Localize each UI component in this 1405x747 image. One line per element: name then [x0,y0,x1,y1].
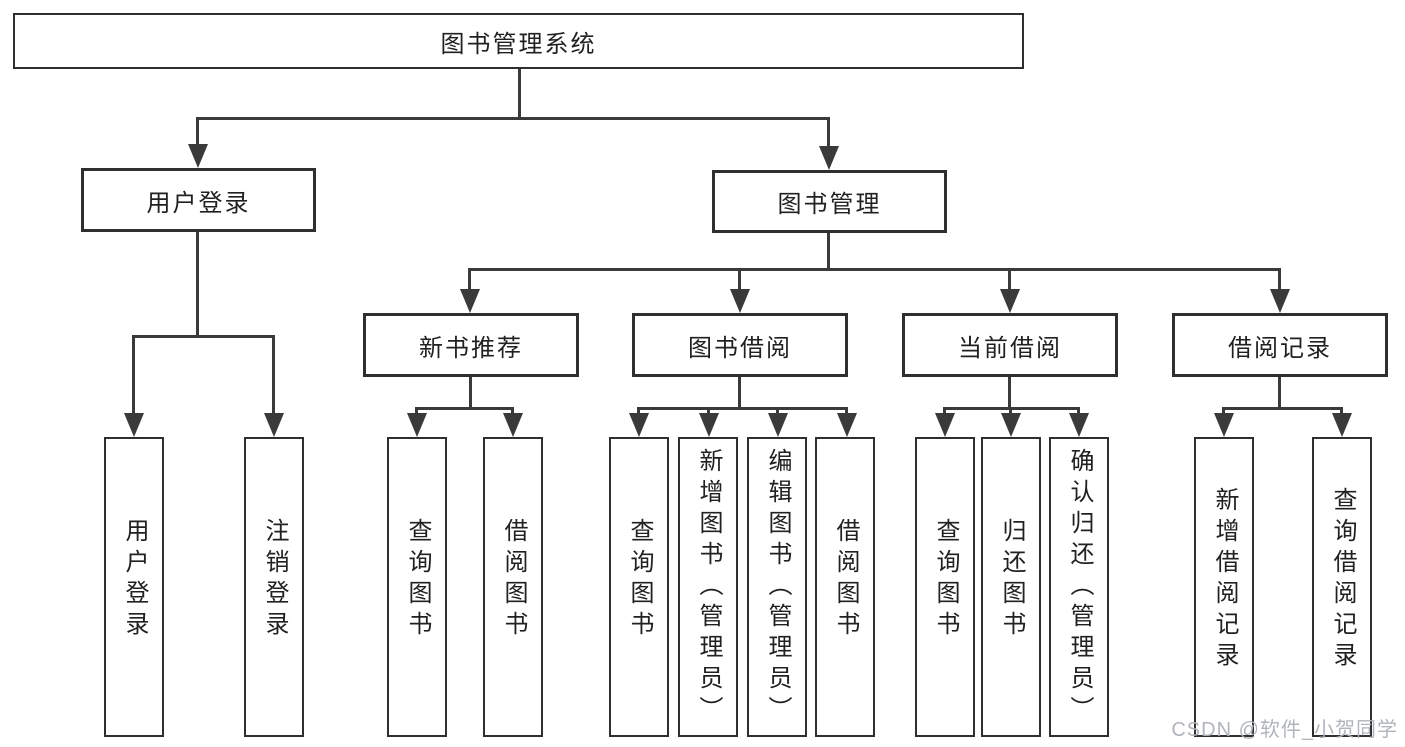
leaf-label: 归还图书 [998,518,1025,642]
leaf-label: 新增图书（管理员） [695,447,722,727]
arrowhead-to-leaf-confirm-return [1069,413,1089,437]
connector-book-borrow-branch [639,407,847,410]
node-label: 图书管理系统 [440,30,597,58]
connector-shaft-borrow-records [1278,268,1281,293]
leaf-label: 新增借阅记录 [1211,487,1238,673]
leaf-label: 确认归还（管理员） [1066,447,1093,727]
connector-shaft-leaf [943,407,946,417]
connector-user-login-drop [196,232,199,338]
node-label: 用户登录 [146,189,251,217]
node-user-login: 用户登录 [81,168,316,232]
node-label: 新书推荐 [419,334,523,362]
leaf-label: 查询图书 [404,518,431,642]
connector-shaft-leaf [1077,407,1080,417]
node-borrow-records: 借阅记录 [1172,313,1388,377]
connector-shaft-leaf [707,407,710,417]
node-label: 图书管理 [777,191,882,218]
leaf-return-book: 归还图书 [981,437,1041,737]
arrowhead-to-leaf-return-book [1001,413,1021,437]
node-label: 借阅记录 [1228,334,1332,362]
arrowhead-to-leaf-query-borrow-record [1332,413,1352,437]
leaf-confirm-return-admin: 确认归还（管理员） [1049,437,1109,737]
leaf-add-borrow-record: 新增借阅记录 [1194,437,1254,737]
arrowhead-to-leaf-add-book [699,413,719,437]
arrowhead-to-current-borrow [1000,289,1020,313]
connector-shaft-leaf-user-login [132,335,135,416]
node-book-management: 图书管理 [712,170,947,233]
leaf-borrow-books-recommend: 借阅图书 [483,437,543,737]
leaf-query-books-recommend: 查询图书 [387,437,447,737]
leaf-query-books-borrow: 查询图书 [609,437,669,737]
leaf-label: 借阅图书 [832,518,859,642]
leaf-label: 注销登录 [261,518,288,642]
leaf-edit-book-admin: 编辑图书（管理员） [747,437,807,737]
leaf-query-borrow-record: 查询借阅记录 [1312,437,1372,737]
csdn-watermark: CSDN @软件_小贺同学 [1171,719,1398,741]
leaf-label: 编辑图书（管理员） [764,447,791,727]
connector-new-book-branch [417,407,513,410]
arrowhead-to-leaf-edit-book [768,413,788,437]
arrowhead-to-leaf-logout [264,413,284,437]
connector-shaft-leaf [1009,407,1012,417]
leaf-borrow-books-2: 借阅图书 [815,437,875,737]
node-book-borrow: 图书借阅 [632,313,848,377]
arrowhead-to-leaf-query-books-1 [407,413,427,437]
connector-shaft-current-borrow [1008,268,1011,293]
arrowhead-to-leaf-query-books-2 [629,413,649,437]
connector-shaft-leaf-logout [272,335,275,416]
arrowhead-to-user-login [188,144,208,168]
leaf-label: 查询图书 [626,518,653,642]
leaf-query-books-current: 查询图书 [915,437,975,737]
leaf-logout: 注销登录 [244,437,304,737]
connector-shaft-leaf [776,407,779,417]
arrowhead-to-leaf-borrow-books-2 [837,413,857,437]
connector-shaft-leaf [511,407,514,417]
arrowhead-to-new-book [460,289,480,313]
arrowhead-to-leaf-user-login [124,413,144,437]
connector-shaft-book-management [827,117,830,148]
connector-current-borrow-branch [945,407,1079,410]
connector-current-borrow-drop [1008,377,1011,410]
connector-borrow-records-drop [1278,377,1281,410]
connector-shaft-leaf [1222,407,1225,417]
connector-shaft-user-login [196,117,199,148]
connector-book-borrow-drop [738,377,741,410]
arrowhead-to-borrow-records [1270,289,1290,313]
connector-shaft-new-book [468,268,471,293]
connector-new-book-drop [469,377,472,410]
node-new-book-recommend: 新书推荐 [363,313,579,377]
arrowhead-to-book-borrow [730,289,750,313]
arrowhead-to-leaf-borrow-books-1 [503,413,523,437]
connector-shaft-leaf [1340,407,1343,417]
leaf-label: 查询借阅记录 [1329,487,1356,673]
connector-user-login-branch [134,335,274,338]
arrowhead-to-leaf-add-borrow-record [1214,413,1234,437]
connector-root-drop [518,69,521,120]
connector-level2-branch [198,117,829,120]
leaf-user-login: 用户登录 [104,437,164,737]
connector-borrow-records-branch [1224,407,1342,410]
connector-shaft-leaf [637,407,640,417]
node-label: 当前借阅 [958,334,1062,362]
arrowhead-to-book-management [819,146,839,170]
node-label: 图书借阅 [688,334,792,362]
connector-shaft-book-borrow [738,268,741,293]
leaf-label: 查询图书 [932,518,959,642]
connector-book-management-drop [827,233,830,271]
connector-shaft-leaf [845,407,848,417]
node-current-borrow: 当前借阅 [902,313,1118,377]
leaf-label: 用户登录 [121,518,148,642]
leaf-label: 借阅图书 [500,518,527,642]
connector-level3-branch [470,268,1280,271]
leaf-add-book-admin: 新增图书（管理员） [678,437,738,737]
connector-shaft-leaf [415,407,418,417]
arrowhead-to-leaf-query-books-3 [935,413,955,437]
node-root-library-management-system: 图书管理系统 [13,13,1024,69]
